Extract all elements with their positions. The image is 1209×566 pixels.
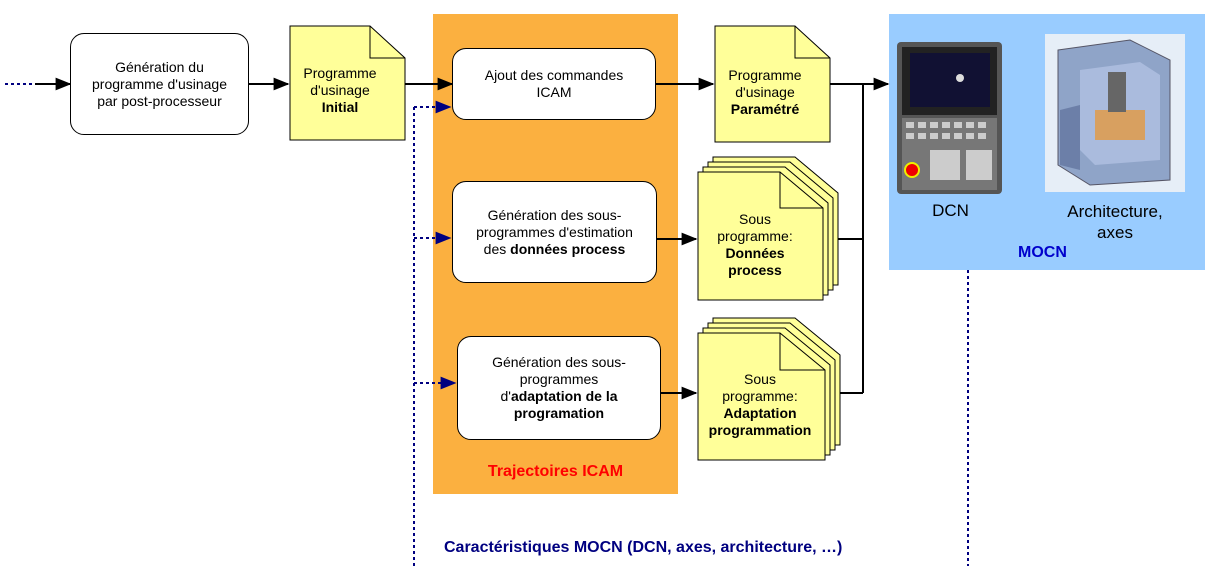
dotted-connectors bbox=[5, 83, 969, 566]
solid-connectors bbox=[35, 77, 890, 400]
box-line: Génération des sous- bbox=[487, 206, 622, 223]
box-line: programmes bbox=[519, 371, 599, 387]
doc-sous-adaptation-text: Sous programme: Adaptation programmation bbox=[700, 360, 820, 450]
box-generation-adaptation: Génération des sous- programmes d'adapta… bbox=[457, 336, 661, 440]
doc-line: d'usinage bbox=[735, 83, 795, 100]
doc-line: Initial bbox=[321, 98, 359, 115]
label-architecture-axes: Architecture, axes bbox=[1040, 201, 1190, 243]
doc-prog-initial bbox=[289, 25, 406, 141]
label-dcn: DCN bbox=[932, 201, 969, 220]
doc-prog-parametre bbox=[714, 25, 831, 143]
archi-line: Architecture, bbox=[1067, 202, 1163, 221]
label-mocn: MOCN bbox=[1018, 244, 1067, 261]
text-normal: d' bbox=[500, 388, 511, 404]
doc-line: Programme bbox=[728, 66, 802, 83]
box-line: Génération des sous- bbox=[492, 354, 626, 370]
doc-line: process bbox=[728, 262, 782, 278]
box-line: ICAM bbox=[536, 84, 572, 100]
box-line: programmes d'estimation bbox=[476, 223, 633, 240]
doc-line: Paramétré bbox=[730, 100, 800, 117]
box-line: des données process bbox=[476, 241, 633, 258]
doc-line: programme: bbox=[717, 228, 793, 244]
box-ajout-commandes-icam: Ajout des commandes ICAM bbox=[452, 48, 656, 120]
doc-stack-donnees bbox=[697, 156, 839, 301]
box-line: Génération du bbox=[115, 58, 204, 75]
doc-line: Données bbox=[725, 245, 785, 261]
doc-line: Sous bbox=[744, 371, 776, 387]
label-caracteristiques-mocn: Caractéristiques MOCN (DCN, axes, archit… bbox=[444, 539, 843, 556]
box-line: Ajout des commandes bbox=[484, 67, 624, 83]
doc-prog-initial-text: Programme d'usinage Initial bbox=[290, 50, 390, 130]
archi-line: axes bbox=[1097, 223, 1133, 242]
label-trajectoires-icam: Trajectoires ICAM bbox=[487, 463, 624, 480]
doc-line: d'usinage bbox=[310, 81, 370, 98]
doc-stack-adaptation bbox=[697, 317, 841, 461]
doc-prog-parametre-text: Programme d'usinage Paramétré bbox=[715, 52, 815, 132]
doc-line: Sous bbox=[739, 211, 771, 227]
text-bold: adaptation de la bbox=[510, 388, 618, 404]
doc-line: Adaptation bbox=[723, 405, 797, 421]
box-line: d'adaptation de la bbox=[492, 388, 626, 405]
text-normal: des bbox=[483, 240, 511, 257]
box-generation-donnees-process: Génération des sous- programmes d'estima… bbox=[452, 181, 657, 283]
doc-line: programme: bbox=[722, 388, 798, 404]
doc-sous-donnees-text: Sous programme: Données process bbox=[700, 200, 810, 290]
text-bold: données process bbox=[510, 240, 626, 257]
machine-image bbox=[1045, 34, 1185, 192]
dcn-panel-image bbox=[897, 42, 1002, 194]
doc-line: Programme bbox=[303, 64, 377, 81]
doc-line: programmation bbox=[708, 422, 812, 438]
box-generation-post-processeur: Génération du programme d'usinage par po… bbox=[70, 33, 249, 135]
box-line: par post-processeur bbox=[97, 92, 222, 109]
box-line: programation bbox=[513, 405, 605, 421]
box-line: programme d'usinage bbox=[92, 75, 227, 92]
